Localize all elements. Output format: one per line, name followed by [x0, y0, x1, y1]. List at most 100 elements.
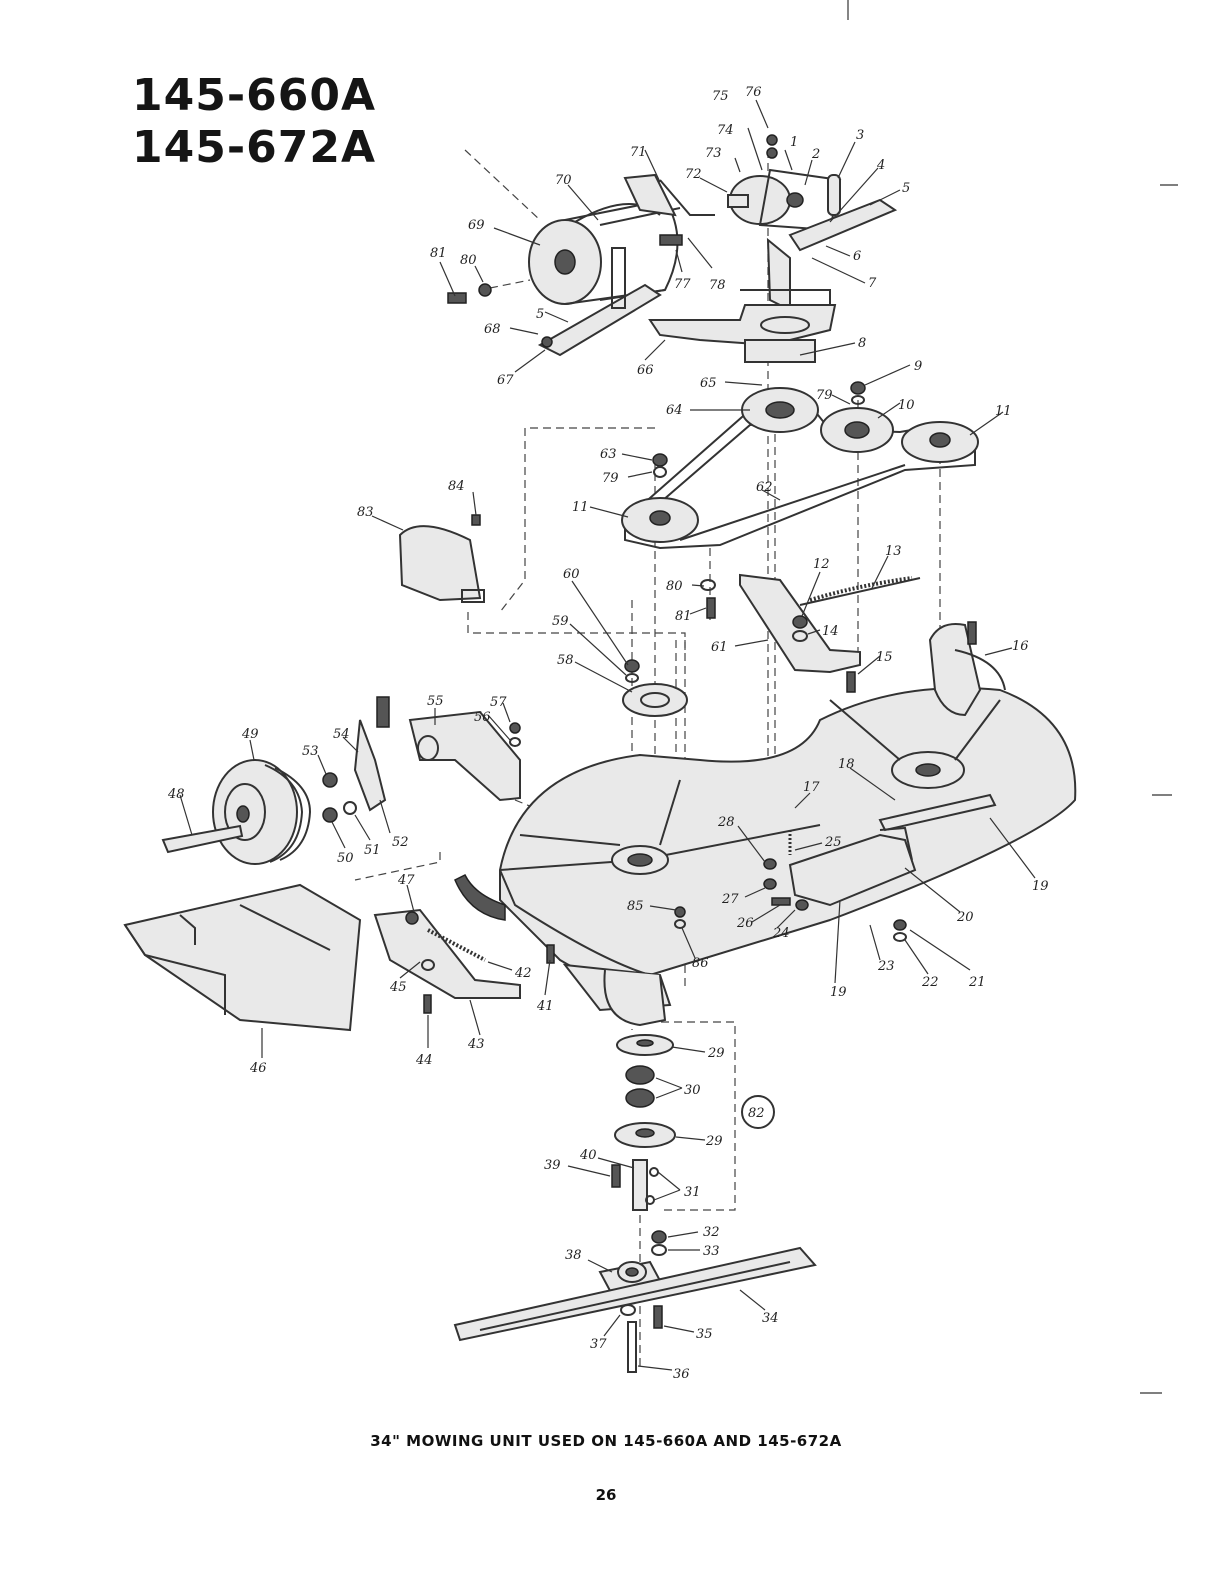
- callout-83: 83: [357, 505, 374, 520]
- callout-39: 39: [544, 1158, 561, 1173]
- model-titles: 145-660A 145-672A: [132, 70, 376, 174]
- callout-51: 51: [364, 843, 381, 858]
- mower-deck: [454, 621, 1077, 1027]
- callout-82: 82: [748, 1106, 765, 1121]
- callout-80-mid: 80: [666, 579, 683, 594]
- callout-69: 69: [468, 218, 485, 233]
- rear-bracket: [674, 793, 997, 942]
- callout-70: 70: [555, 173, 572, 188]
- callout-80-top: 80: [460, 253, 477, 268]
- callout-33: 33: [703, 1244, 720, 1259]
- callout-47: 47: [397, 873, 415, 888]
- callout-61: 61: [711, 640, 728, 655]
- callout-71: 71: [630, 145, 647, 160]
- callout-7: 7: [868, 276, 877, 291]
- callout-23: 23: [877, 959, 895, 974]
- callout-64: 64: [666, 403, 683, 418]
- figure-caption: 34" MOWING UNIT USED ON 145-660A AND 145…: [370, 1432, 842, 1450]
- callout-59: 59: [552, 614, 569, 629]
- callout-11-left: 11: [572, 500, 589, 515]
- callout-78: 78: [709, 278, 726, 293]
- callout-34: 34: [762, 1311, 779, 1326]
- callout-13: 13: [885, 544, 902, 559]
- callout-85: 85: [627, 899, 644, 914]
- callout-55: 55: [427, 694, 444, 709]
- idler-arm-and-spring: [622, 573, 921, 717]
- callout-54: 54: [333, 727, 350, 742]
- callout-46: 46: [249, 1061, 267, 1076]
- callout-36: 36: [673, 1367, 690, 1382]
- callout-24: 24: [772, 926, 790, 941]
- callout-42: 42: [514, 966, 532, 981]
- callout-38: 38: [565, 1248, 582, 1263]
- callout-27: 27: [721, 892, 739, 907]
- callout-35: 35: [696, 1327, 713, 1342]
- callout-25: 25: [824, 835, 842, 850]
- callout-22: 22: [921, 975, 939, 990]
- callout-4: 4: [876, 158, 885, 173]
- model-number-1: 145-660A: [132, 70, 377, 121]
- callout-72: 72: [685, 167, 702, 182]
- callout-5-left: 5: [536, 307, 544, 322]
- callout-81-mid: 81: [675, 609, 692, 624]
- page-number: 26: [595, 1486, 617, 1504]
- callout-81-top: 81: [430, 246, 447, 261]
- callout-2: 2: [811, 147, 820, 162]
- callout-57: 57: [490, 695, 507, 710]
- callout-leaders: [179, 99, 1036, 1371]
- callout-77: 77: [674, 277, 691, 292]
- discharge-deflector: [123, 883, 555, 1032]
- callout-41: 41: [536, 999, 554, 1014]
- pto-drive-assembly: [447, 134, 898, 363]
- callout-68: 68: [484, 322, 501, 337]
- callout-62: 62: [756, 480, 773, 495]
- callout-65: 65: [700, 376, 717, 391]
- callout-19-bottom: 19: [830, 985, 847, 1000]
- callout-18: 18: [838, 757, 855, 772]
- callout-29-top: 29: [707, 1046, 725, 1061]
- callout-73: 73: [705, 146, 722, 161]
- callout-21: 21: [968, 975, 986, 990]
- belt-and-pulleys: [621, 381, 979, 550]
- callout-76: 76: [745, 85, 762, 100]
- callout-19-right: 19: [1032, 879, 1049, 894]
- callout-12: 12: [813, 557, 830, 572]
- callout-3: 3: [856, 128, 864, 143]
- callout-79-top: 79: [816, 388, 833, 403]
- callout-84: 84: [448, 479, 465, 494]
- callout-48: 48: [167, 787, 185, 802]
- callout-53: 53: [302, 744, 319, 759]
- callout-63: 63: [600, 447, 617, 462]
- callout-79-left: 79: [602, 471, 619, 486]
- callout-30: 30: [684, 1083, 701, 1098]
- callout-16: 16: [1012, 639, 1029, 654]
- callout-6: 6: [853, 249, 861, 264]
- callout-9: 9: [914, 359, 922, 374]
- callout-1: 1: [790, 135, 798, 150]
- callout-74: 74: [717, 123, 734, 138]
- callout-5-top: 5: [902, 181, 910, 196]
- model-number-2: 145-672A: [132, 122, 377, 173]
- callout-60: 60: [563, 567, 580, 582]
- callout-29-bottom: 29: [705, 1134, 723, 1149]
- front-wheel-assembly: [161, 696, 521, 865]
- callout-67: 67: [497, 373, 514, 388]
- callout-14: 14: [822, 624, 839, 639]
- callout-28: 28: [717, 815, 735, 830]
- callout-11-right: 11: [995, 404, 1012, 419]
- callout-17: 17: [803, 780, 820, 795]
- blade-spindle-assembly: [453, 1034, 817, 1373]
- callout-32: 32: [703, 1225, 720, 1240]
- callout-45: 45: [389, 980, 407, 995]
- callout-56: 56: [474, 710, 491, 725]
- callout-8: 8: [858, 336, 866, 351]
- callout-40: 40: [579, 1148, 597, 1163]
- callout-labels: 75 76 74 73 72 71 70 1 2 3 4 5 6 7 69 81…: [167, 85, 1049, 1382]
- callout-10: 10: [898, 398, 915, 413]
- callout-66: 66: [637, 363, 654, 378]
- callout-44: 44: [415, 1053, 433, 1068]
- callout-20: 20: [956, 910, 974, 925]
- callout-26: 26: [736, 916, 754, 931]
- callout-50: 50: [337, 851, 354, 866]
